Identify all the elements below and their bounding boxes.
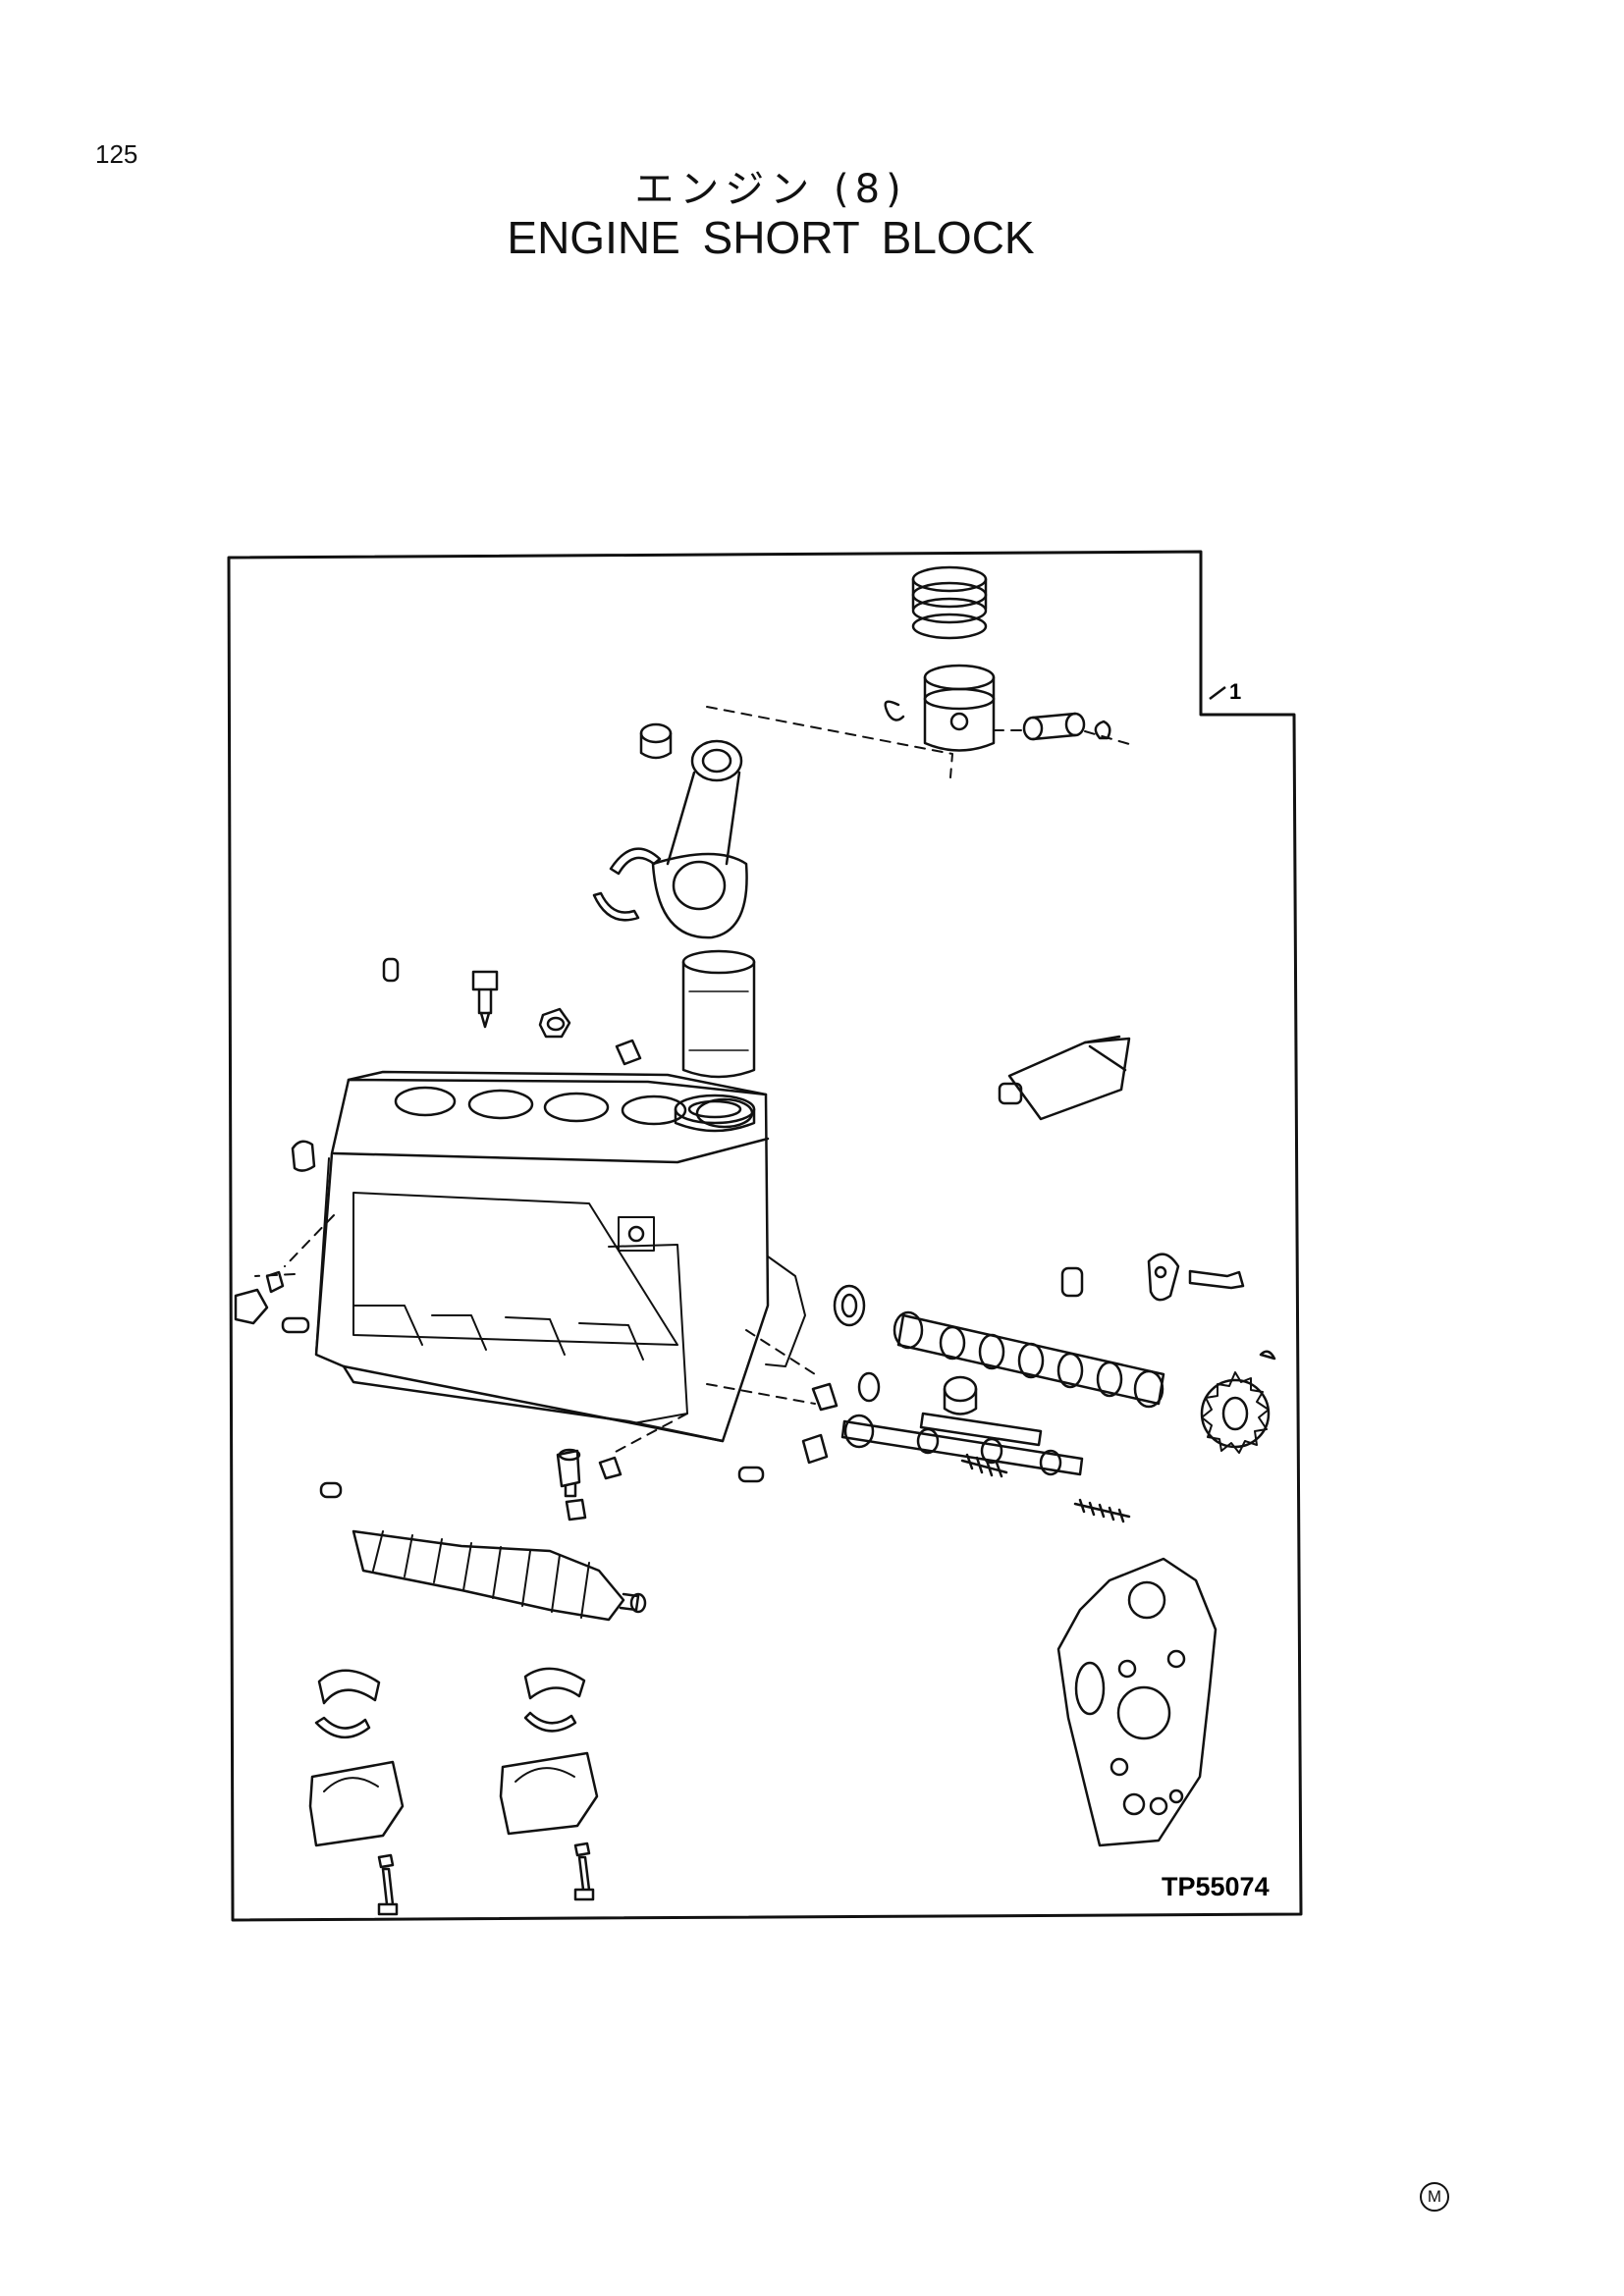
main-bearing-upper-left [317, 1669, 381, 1705]
spring-pin [1073, 1498, 1131, 1523]
revision-mark: M [1420, 2182, 1449, 2212]
sleeve [615, 1039, 642, 1066]
piston [923, 664, 996, 752]
idler-shaft [919, 1412, 1043, 1447]
page-title-english: ENGINE SHORT BLOCK [507, 212, 1035, 263]
main-bearing-lower-center [523, 1711, 577, 1733]
crankshaft [352, 1529, 647, 1622]
cam-bearing [857, 1371, 881, 1403]
drain-plug [234, 1270, 285, 1325]
thrust-plate [1147, 1253, 1180, 1302]
dowel-pin-crank [319, 1481, 343, 1499]
dowel-pin [382, 957, 400, 983]
piston-snap-ring-left [884, 700, 905, 721]
page-number: 125 [95, 139, 138, 169]
liner-packing [674, 1094, 756, 1133]
front-plate-gasket [1056, 1557, 1218, 1847]
diagram-frame [227, 550, 1303, 1922]
small-end-bushing [639, 722, 673, 760]
cap-bolt-left [377, 1867, 399, 1916]
rod-bearing-lower [592, 891, 640, 922]
main-bearing-upper-center [523, 1667, 586, 1700]
oil-pump-drive-bushing [943, 1375, 978, 1415]
sleeve-small [811, 1382, 839, 1412]
washer-center [573, 1842, 591, 1857]
hex-plug [538, 1007, 571, 1039]
main-bearing-cap-left [308, 1760, 405, 1847]
woodruff-key [1259, 1350, 1276, 1361]
cap-bolt-center [573, 1855, 595, 1901]
cylinder-liner [681, 949, 756, 1079]
small-plug [598, 1456, 623, 1480]
piston-pin [1022, 712, 1086, 741]
main-bearing-lower-left [314, 1716, 371, 1739]
camshaft [893, 1310, 1165, 1409]
camshaft-gear [1200, 1371, 1271, 1454]
spring [960, 1453, 1008, 1478]
page-title-japanese: エンジン (8) [634, 167, 907, 212]
piston-ring-set [911, 565, 988, 640]
main-bearing-cap-center [499, 1751, 599, 1836]
dowel-pin-left [281, 1316, 310, 1334]
cam-follower [1060, 1266, 1084, 1298]
engine-block [314, 1070, 806, 1443]
sealant-tube [998, 1035, 1131, 1121]
plug-fitting [471, 970, 499, 1029]
dowel-center [737, 1466, 765, 1483]
connecting-rod [651, 739, 748, 939]
expansion-plug [291, 1140, 316, 1172]
rod-bearing-upper [609, 847, 662, 876]
pump-drive-shaft [840, 1414, 1084, 1476]
washer-left [377, 1853, 395, 1869]
piston-cooling-nozzle [556, 1448, 581, 1498]
piston-snap-ring-right [1094, 720, 1111, 740]
bushing-small [801, 1433, 829, 1465]
figure-code: TP55074 [1162, 1872, 1270, 1901]
callout-1: 1 [1229, 679, 1241, 704]
cap-screw [1188, 1269, 1245, 1290]
nozzle-sleeve [565, 1498, 587, 1522]
cam-bushing [833, 1284, 866, 1327]
